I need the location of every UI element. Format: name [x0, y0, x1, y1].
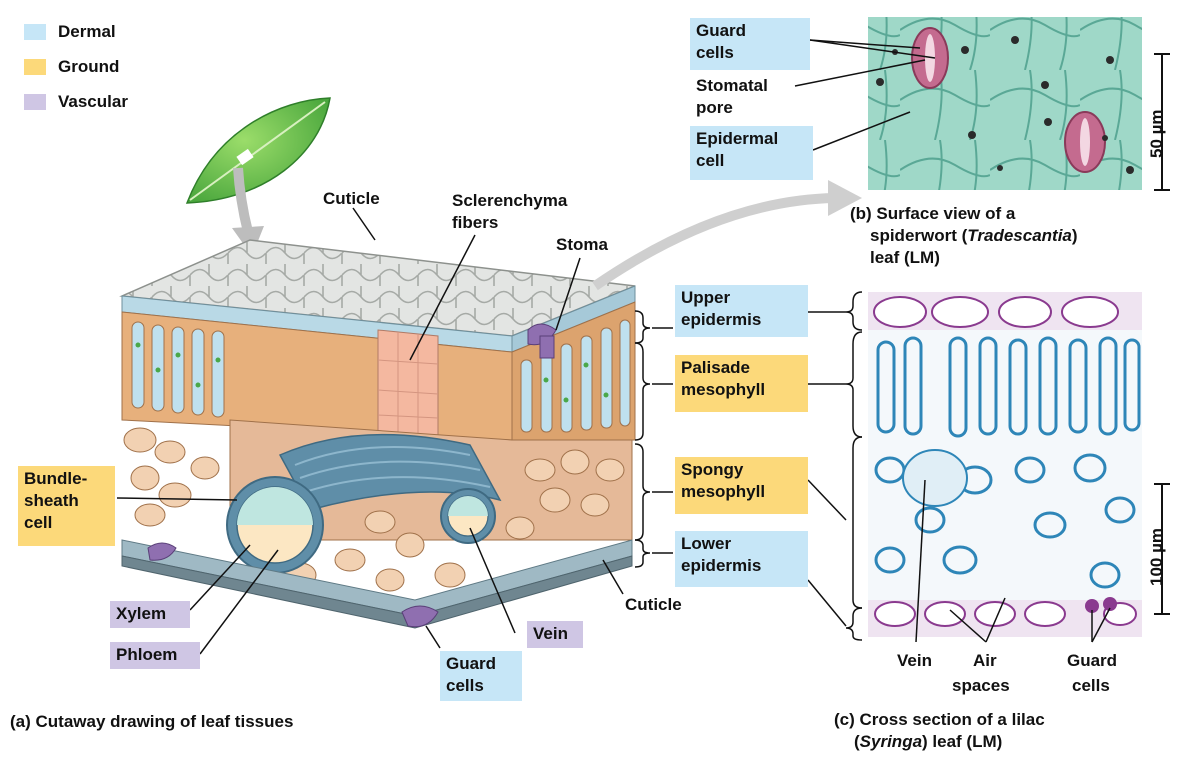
label-guard-cells-cutaway-line1: Guard — [446, 654, 497, 673]
label-bundle-sheath-line3: cell — [24, 513, 53, 532]
zoom-arrow-micrograph — [592, 180, 862, 291]
label-cuticle-top: Cuticle — [323, 189, 380, 208]
legend-swatch-ground — [24, 59, 46, 75]
label-xylem: Xylem — [110, 601, 190, 628]
label-upper-epidermis-line1: Upper — [681, 288, 731, 307]
label-palisade-line1: Palisade — [681, 358, 750, 377]
label-palisade-mesophyll: Palisade mesophyll — [675, 355, 808, 412]
label-cuticle-bottom: Cuticle — [625, 595, 682, 614]
caption-c-line2: (Syringa) leaf (LM) — [854, 732, 1003, 751]
caption-b-line3: leaf (LM) — [870, 248, 940, 267]
caption-b-genus: Tradescantia — [967, 226, 1072, 245]
label-guard-cells-c-line2: cells — [1072, 676, 1110, 695]
label-spongy-line2: mesophyll — [681, 482, 766, 501]
caption-c-line1: (c) Cross section of a lilac — [834, 710, 1045, 729]
label-sclerenchyma-line1: Sclerenchyma — [452, 191, 568, 210]
label-air-spaces-line1: Air — [973, 651, 997, 670]
scale-label-c: 100 µm — [1147, 528, 1166, 586]
caption-b-line1: (b) Surface view of a — [850, 204, 1016, 223]
label-guard-cells-cutaway: Guard cells — [440, 651, 522, 701]
leaf-cutaway-block — [119, 239, 636, 629]
legend-label-vascular: Vascular — [58, 92, 128, 111]
caption-b: (b) Surface view of a spiderwort (Trades… — [850, 203, 1078, 269]
label-upper-epidermis: Upper epidermis — [675, 285, 808, 337]
label-epidermal-cell-line1: Epidermal — [696, 129, 779, 148]
caption-a: (a) Cutaway drawing of leaf tissues — [10, 712, 294, 731]
label-stoma: Stoma — [556, 235, 608, 254]
label-bundle-sheath-line2: sheath — [24, 491, 79, 510]
label-stomatal-pore-line2: pore — [696, 98, 733, 117]
label-lower-epidermis-line1: Lower — [681, 534, 732, 553]
legend-label-ground: Ground — [58, 57, 120, 76]
leaf-icon — [185, 97, 331, 204]
label-epidermal-cell: Epidermal cell — [690, 126, 813, 180]
caption-c-genus: Syringa — [859, 732, 923, 751]
scale-bar-b — [1154, 53, 1170, 191]
micrograph-cross-section — [868, 292, 1142, 637]
legend-label-dermal: Dermal — [58, 22, 116, 41]
scale-label-b: 50 µm — [1147, 109, 1166, 158]
label-bundle-sheath-cell: Bundle- sheath cell — [18, 466, 115, 546]
label-vein-micrograph-c: Vein — [897, 651, 932, 670]
label-phloem: Phloem — [110, 642, 200, 669]
label-guard-cells-b-line2: cells — [696, 43, 734, 62]
label-sclerenchyma-line2: fibers — [452, 213, 499, 232]
legend-swatch-dermal — [24, 24, 46, 40]
caption-b-line2: spiderwort (Tradescantia) — [870, 226, 1078, 245]
scale-bar-c — [1154, 483, 1170, 615]
caption-c: (c) Cross section of a lilac (Syringa) l… — [834, 709, 1045, 753]
legend-swatch-vascular — [24, 94, 46, 110]
label-guard-cells-b-line1: Guard — [696, 21, 747, 40]
micrograph-surface-view — [868, 17, 1142, 190]
label-bundle-sheath-line1: Bundle- — [24, 469, 88, 488]
label-lower-epidermis-line2: epidermis — [681, 556, 762, 575]
label-palisade-line2: mesophyll — [681, 380, 766, 399]
label-guard-cells-cutaway-line2: cells — [446, 676, 484, 695]
label-vein-cutaway: Vein — [527, 621, 583, 648]
label-spongy-mesophyll: Spongy mesophyll — [675, 457, 808, 514]
label-air-spaces-line2: spaces — [952, 676, 1010, 695]
label-stomatal-pore-line1: Stomatal — [696, 76, 768, 95]
label-guard-cells-micrograph-b: Guard cells — [690, 18, 810, 70]
label-lower-epidermis: Lower epidermis — [675, 531, 808, 587]
label-epidermal-cell-line2: cell — [696, 151, 725, 170]
label-upper-epidermis-line2: epidermis — [681, 310, 762, 329]
label-guard-cells-c-line1: Guard — [1067, 651, 1118, 670]
label-spongy-line1: Spongy — [681, 460, 744, 479]
leader-lines — [116, 39, 1111, 655]
